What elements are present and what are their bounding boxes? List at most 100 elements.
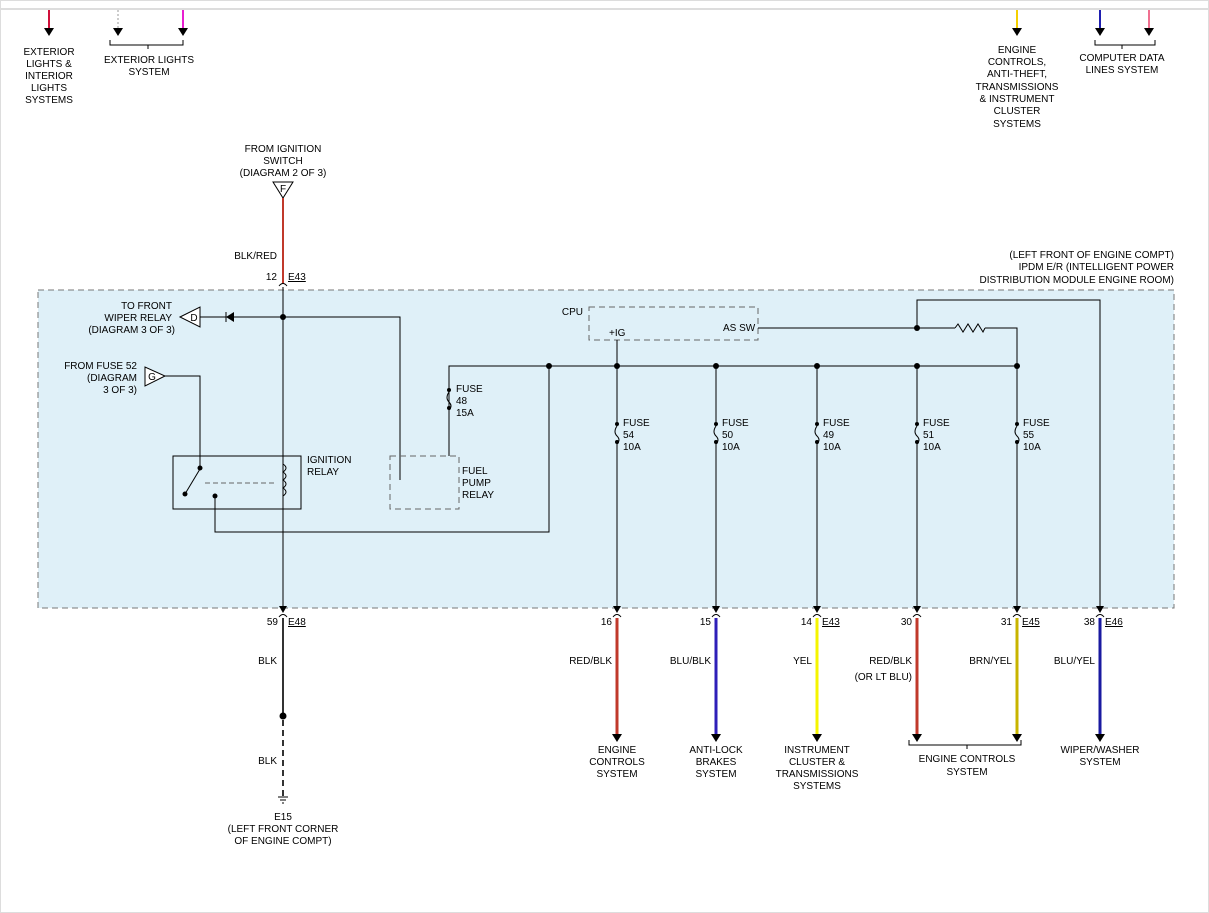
svg-text:10A: 10A — [1023, 442, 1041, 453]
destination-label: WIPER/WASHER — [1060, 745, 1139, 756]
ipdm-module-label: (LEFT FRONT OF ENGINE COMPT) IPDM E/R (I… — [980, 250, 1174, 286]
svg-text:FUSE: FUSE — [623, 418, 650, 429]
destination-label: CLUSTER & — [789, 757, 845, 768]
svg-text:10A: 10A — [722, 442, 740, 453]
pin-number: 14 — [801, 617, 813, 628]
svg-text:FUSE: FUSE — [722, 418, 749, 429]
connector-e43-top: E43 — [288, 272, 306, 283]
svg-text:E48: E48 — [288, 617, 306, 628]
wire-color-label: RED/BLK — [869, 656, 912, 667]
svg-text:CONTROLS,: CONTROLS, — [988, 57, 1046, 68]
destination-label: SYSTEM — [695, 769, 736, 780]
destination-label: CONTROLS — [589, 757, 645, 768]
label-computer-data-lines: COMPUTER DATA LINES SYSTEM — [1079, 53, 1165, 76]
label-exterior-interior-lights: EXTERIOR LIGHTS & INTERIOR LIGHTS SYSTEM… — [23, 47, 74, 106]
svg-text:SYSTEM: SYSTEM — [128, 67, 169, 78]
svg-text:SYSTEMS: SYSTEMS — [25, 95, 73, 106]
wire-color-label: RED/BLK — [569, 656, 612, 667]
svg-text:(DIAGRAM: (DIAGRAM — [87, 373, 137, 384]
svg-text:LIGHTS &: LIGHTS & — [26, 59, 72, 70]
ignition-switch-source: FROM IGNITION SWITCH (DIAGRAM 2 OF 3) F — [240, 144, 326, 199]
svg-text:RELAY: RELAY — [462, 490, 494, 501]
pin-number: 38 — [1084, 617, 1096, 628]
svg-text:48: 48 — [456, 396, 468, 407]
bus-splice-dot — [546, 363, 552, 369]
wire-to-fuel-relay-coil — [283, 316, 401, 480]
output-group: 16RED/BLKENGINECONTROLSSYSTEM15BLU/BLKAN… — [569, 606, 1140, 792]
wire-color-label: BLU/BLK — [670, 656, 711, 667]
svg-text:FUSE: FUSE — [456, 384, 483, 395]
connector-label: E45 — [1022, 617, 1040, 628]
wire-color-label: (OR LT BLU) — [855, 672, 912, 683]
svg-text:ENGINE: ENGINE — [998, 45, 1037, 56]
svg-text:IPDM E/R (INTELLIGENT POWER: IPDM E/R (INTELLIGENT POWER — [1019, 262, 1174, 273]
svg-text:10A: 10A — [623, 442, 641, 453]
svg-text:50: 50 — [722, 430, 734, 441]
svg-text:EXTERIOR LIGHTS: EXTERIOR LIGHTS — [104, 55, 194, 66]
ground-branch: 59 E48 BLK BLK E15 (LEFT FRONT CORNER OF… — [228, 606, 339, 847]
fuse-group: FUSE5410AFUSE5010AFUSE4910AFUSE5110AFUSE… — [614, 363, 1050, 606]
svg-text:INTERIOR: INTERIOR — [25, 71, 73, 82]
fuse52-connector: G FROM FUSE 52 (DIAGRAM 3 OF 3) — [64, 361, 167, 396]
svg-text:D: D — [190, 313, 197, 324]
pin-number: 31 — [1001, 617, 1013, 628]
svg-text:(DIAGRAM 3 OF 3): (DIAGRAM 3 OF 3) — [88, 325, 175, 336]
wire-color-label: BLU/YEL — [1054, 656, 1096, 667]
destination-label: BRAKES — [696, 757, 737, 768]
svg-text:LIGHTS: LIGHTS — [31, 83, 67, 94]
svg-text:G: G — [148, 372, 156, 383]
svg-text:55: 55 — [1023, 430, 1035, 441]
destination-label: ENGINE — [598, 745, 637, 756]
pin-number: 15 — [700, 617, 712, 628]
svg-text:DISTRIBUTION MODULE ENGINE ROO: DISTRIBUTION MODULE ENGINE ROOM) — [980, 275, 1174, 286]
svg-text:59: 59 — [267, 617, 279, 628]
svg-text:FROM FUSE 52: FROM FUSE 52 — [64, 361, 137, 372]
cpu-label: CPU — [562, 307, 583, 318]
wire-color-label: YEL — [793, 656, 812, 667]
destination-label: SYSTEM — [1079, 757, 1120, 768]
svg-text:EXTERIOR: EXTERIOR — [23, 47, 74, 58]
svg-text:ENGINE CONTROLS: ENGINE CONTROLS — [919, 754, 1016, 765]
ignition-relay: IGNITION RELAY — [172, 455, 351, 510]
pin-number: 16 — [601, 617, 613, 628]
label-exterior-lights-system: EXTERIOR LIGHTS SYSTEM — [104, 55, 194, 78]
engine-controls-bracket: ENGINE CONTROLS SYSTEM — [908, 740, 1022, 778]
svg-text:FUSE: FUSE — [1023, 418, 1050, 429]
wiper-output-line — [916, 299, 1101, 606]
diode-icon — [225, 312, 234, 322]
relay-output-wire — [214, 366, 550, 533]
svg-text:15A: 15A — [456, 408, 474, 419]
svg-text:3 OF 3): 3 OF 3) — [103, 385, 137, 396]
svg-text:FUEL: FUEL — [462, 466, 488, 477]
pin-number: 30 — [901, 617, 913, 628]
svg-text:54: 54 — [623, 430, 635, 441]
svg-text:LINES SYSTEM: LINES SYSTEM — [1086, 65, 1159, 76]
svg-text:BLK: BLK — [258, 756, 277, 767]
connector-label: E46 — [1105, 617, 1123, 628]
svg-text:(LEFT FRONT OF ENGINE COMPT): (LEFT FRONT OF ENGINE COMPT) — [1009, 250, 1174, 261]
resistor-wire — [985, 327, 1018, 366]
svg-text:COMPUTER DATA: COMPUTER DATA — [1079, 53, 1165, 64]
ipdm-module-box — [37, 289, 1175, 609]
svg-text:SWITCH: SWITCH — [263, 156, 302, 167]
svg-text:TRANSMISSIONS: TRANSMISSIONS — [976, 82, 1059, 93]
svg-text:OF ENGINE COMPT): OF ENGINE COMPT) — [234, 836, 331, 847]
cpu-as-sw-label: AS SW — [723, 323, 756, 334]
label-engine-controls-top: ENGINE CONTROLS, ANTI-THEFT, TRANSMISSIO… — [976, 45, 1059, 130]
destination-label: TRANSMISSIONS — [776, 769, 859, 780]
svg-text:F: F — [280, 184, 286, 195]
svg-text:BLK: BLK — [258, 656, 277, 667]
ground-e15-label: E15 — [274, 812, 292, 823]
wire-color-label: BRN/YEL — [969, 656, 1012, 667]
svg-text:FUSE: FUSE — [923, 418, 950, 429]
svg-text:(LEFT FRONT CORNER: (LEFT FRONT CORNER — [228, 824, 339, 835]
fuse-48: FUSE 48 15A — [446, 384, 483, 419]
svg-text:IGNITION: IGNITION — [307, 455, 351, 466]
